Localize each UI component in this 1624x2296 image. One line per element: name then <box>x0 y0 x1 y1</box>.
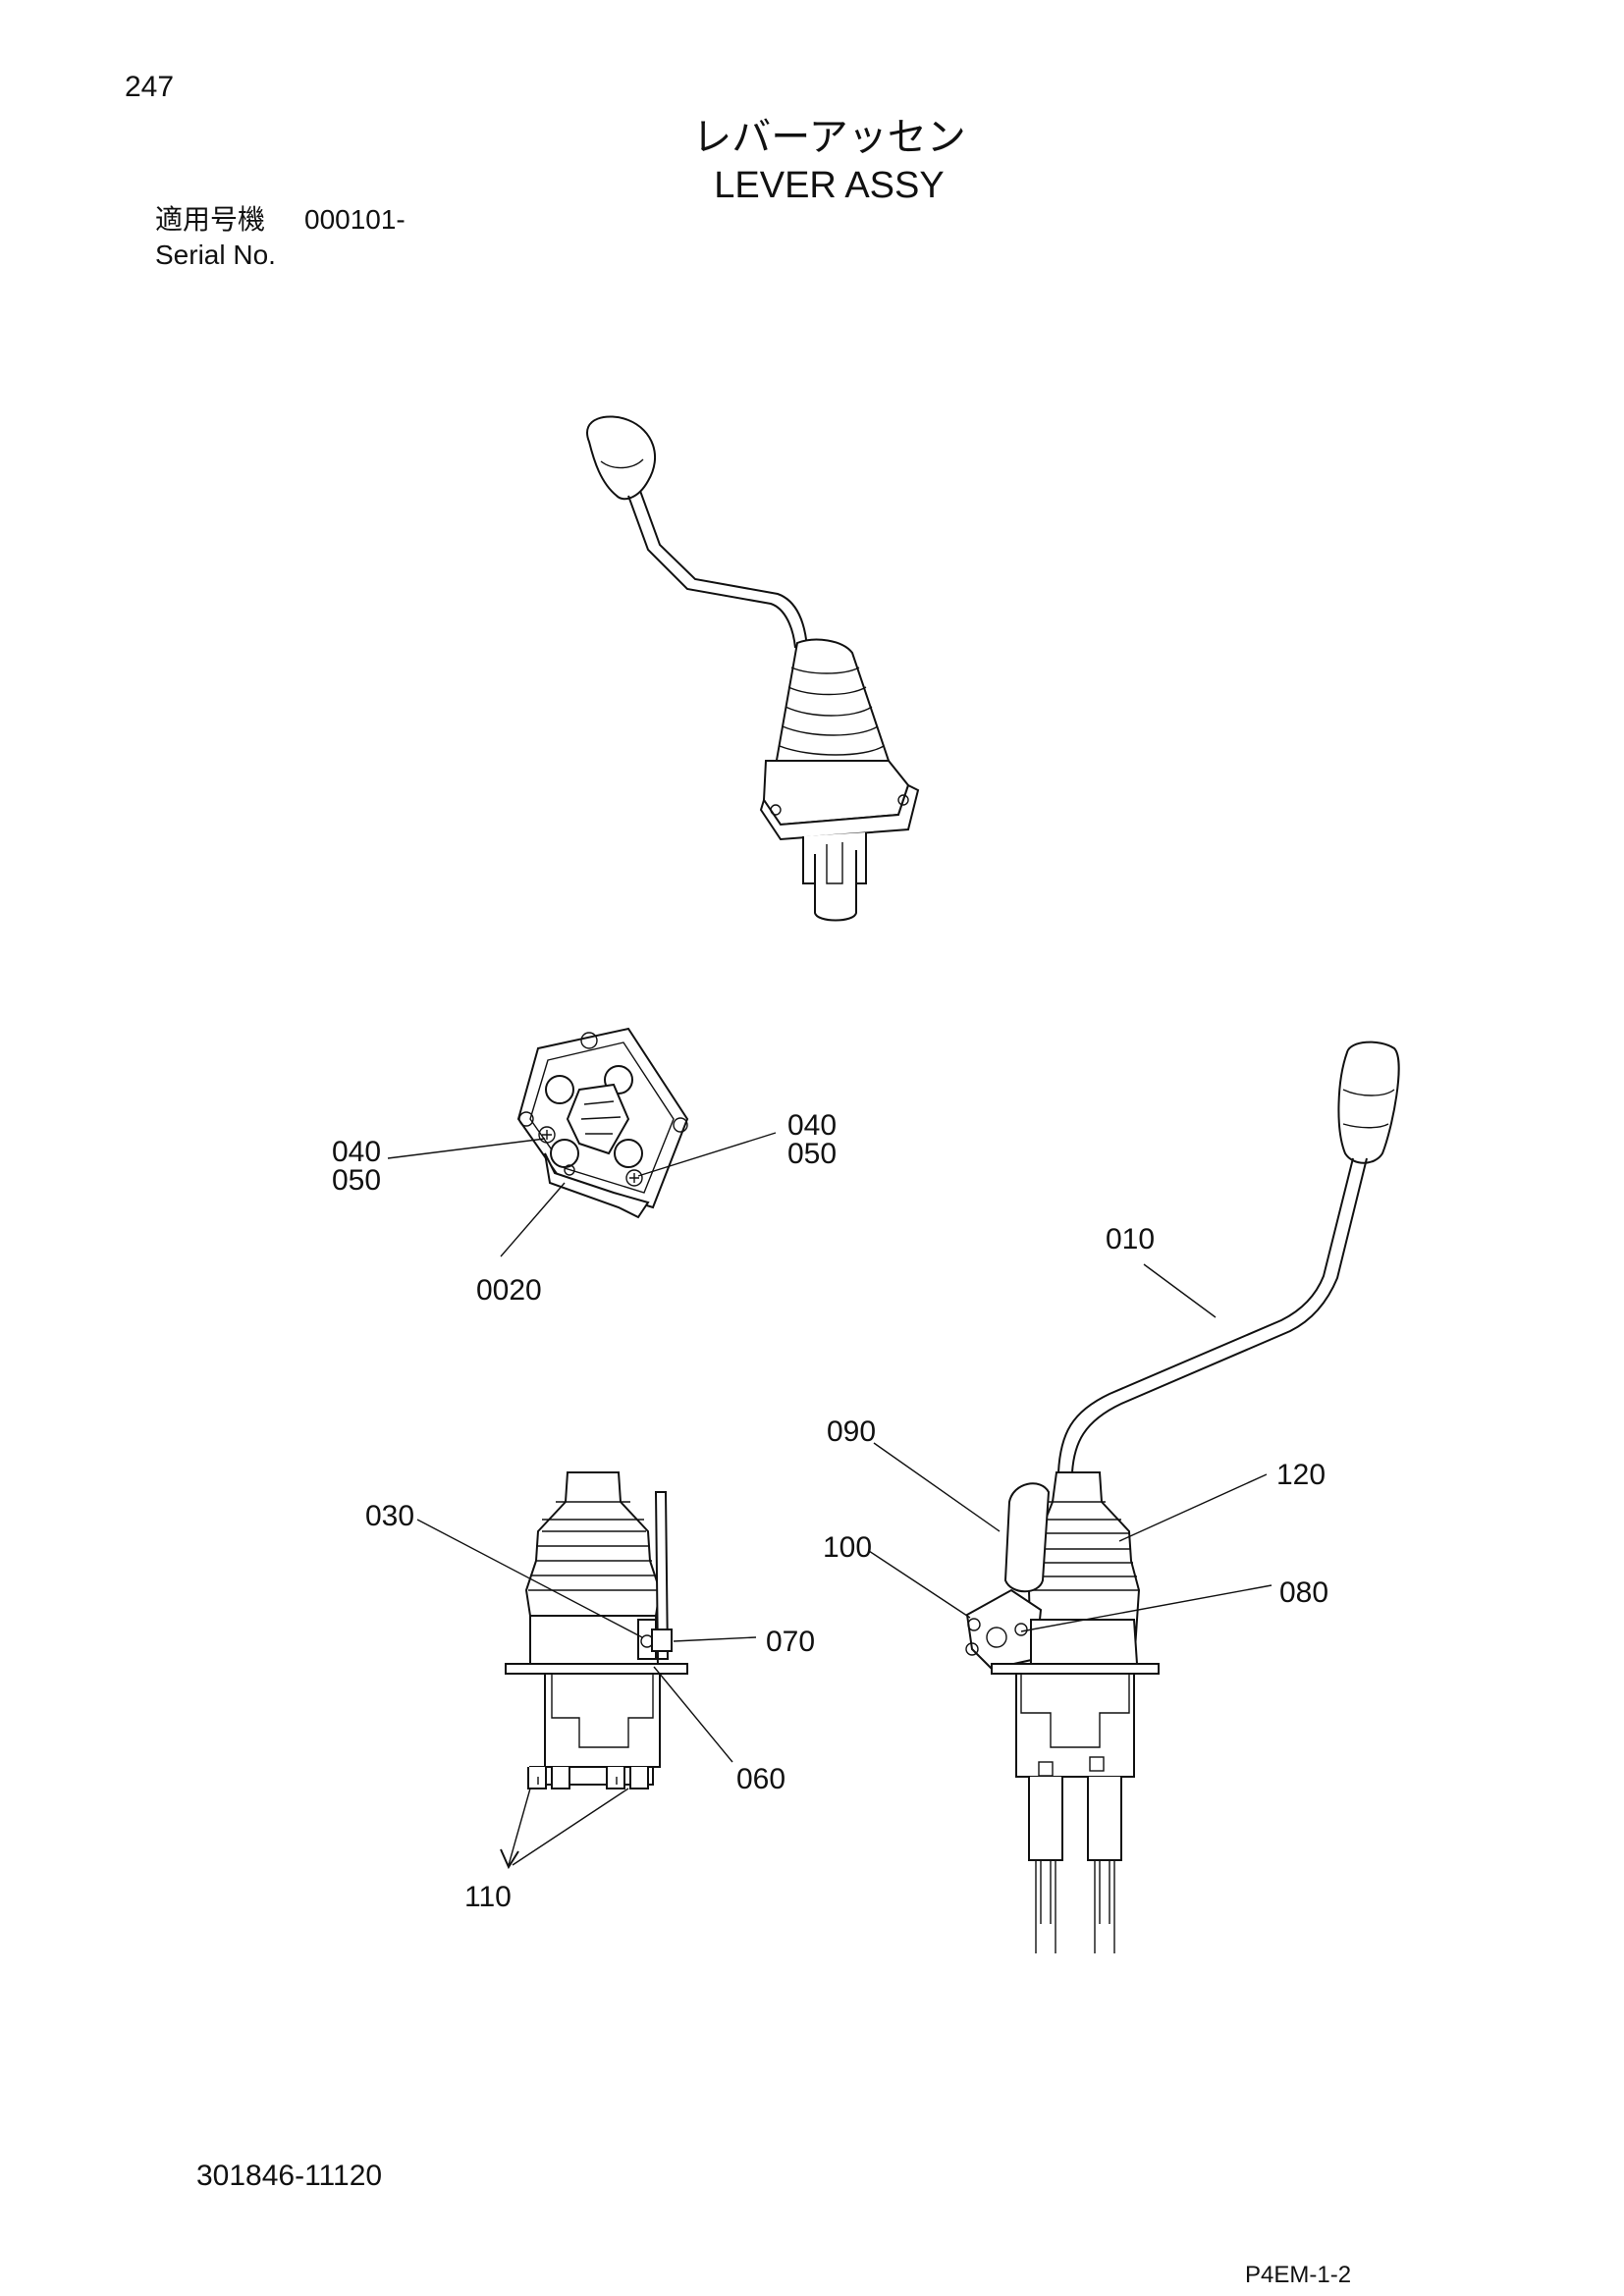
leader-030 <box>416 1519 643 1638</box>
callout-030: 030 <box>365 1500 414 1532</box>
isometric-lever-view <box>586 415 920 922</box>
callout-080: 080 <box>1279 1576 1328 1609</box>
leader-080 <box>1020 1584 1272 1632</box>
callout-090: 090 <box>827 1415 876 1448</box>
page-code: P4EM-1-2 <box>1245 2262 1352 2288</box>
callout-070: 070 <box>766 1626 815 1658</box>
leader-010 <box>1143 1263 1217 1318</box>
callout-050-right: 050 <box>787 1138 837 1170</box>
leader-120 <box>1118 1473 1268 1542</box>
leader-0020 <box>500 1182 566 1257</box>
title-english: LEVER ASSY <box>714 165 945 206</box>
callout-050-left: 050 <box>332 1164 381 1197</box>
callout-040-right: 040 <box>787 1109 837 1142</box>
callout-060: 060 <box>736 1763 785 1795</box>
leader-060 <box>653 1666 733 1763</box>
callout-0020: 0020 <box>476 1274 542 1307</box>
side-view-left <box>505 1471 688 1789</box>
serial-label-english: Serial No. <box>155 240 276 270</box>
leader-100 <box>868 1550 971 1619</box>
callout-110: 110 <box>464 1881 512 1913</box>
callout-010: 010 <box>1106 1223 1155 1255</box>
leader-040-right <box>637 1132 777 1177</box>
leader-070 <box>673 1636 757 1642</box>
side-view-right <box>965 1041 1400 1953</box>
leader-040-left <box>387 1138 546 1159</box>
leader-110-arrowhead <box>500 1848 519 1870</box>
top-view-plate <box>516 1027 689 1219</box>
callout-100: 100 <box>823 1531 872 1564</box>
serial-value: 000101- <box>304 204 406 235</box>
title-japanese: レバーアッセン <box>692 115 966 160</box>
page-number: 247 <box>125 71 175 103</box>
leader-110-b <box>512 1788 629 1866</box>
serial-label-japanese: 適用号機 <box>155 203 266 236</box>
leader-110-a <box>508 1788 531 1866</box>
drawing-number: 301846-11120 <box>196 2160 383 2192</box>
callout-040-left: 040 <box>332 1136 381 1168</box>
leader-090 <box>873 1442 1001 1532</box>
callout-120: 120 <box>1276 1459 1326 1491</box>
